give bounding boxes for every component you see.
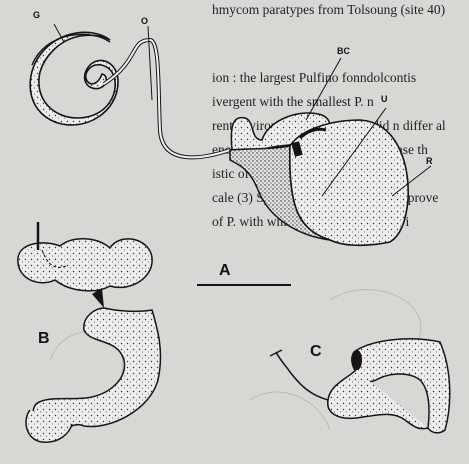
label-u: U: [381, 94, 388, 104]
label-c: C: [310, 343, 322, 361]
figure-a: [30, 24, 431, 245]
label-b: B: [38, 330, 50, 348]
label-o: O: [141, 16, 148, 26]
uterus-b: [33, 308, 160, 431]
label-bc: BC: [337, 46, 350, 56]
figure-c: [270, 339, 450, 433]
gland-g: [30, 32, 118, 125]
duct-o: [104, 40, 230, 157]
label-g: G: [33, 10, 40, 20]
label-a: A: [219, 262, 231, 280]
label-r: R: [426, 156, 433, 166]
renal-organ-r: [290, 120, 408, 245]
